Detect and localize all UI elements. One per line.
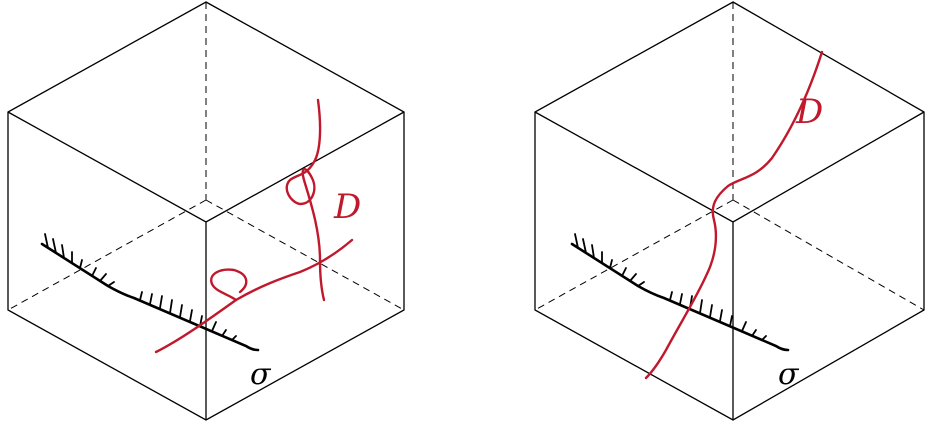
- right-sigma-hatched-line: [570, 233, 790, 352]
- left-sigma-label: σ: [250, 357, 272, 392]
- left-curve-d: D: [154, 98, 361, 354]
- left-curve-d-lower-strand: [154, 238, 354, 354]
- left-cube-hidden-edge-right: [205, 199, 405, 311]
- right-sigma-hatch-marks: [574, 233, 767, 341]
- right-curve-d-label: D: [795, 92, 823, 132]
- right-cube-hidden-edge-right: [732, 199, 925, 311]
- left-curve-d-loop-strand: [210, 268, 248, 302]
- right-cube-outline: [534, 1, 925, 421]
- left-cube-hidden-edge-left: [7, 199, 207, 311]
- right-cube-front-edges: [534, 111, 925, 420]
- right-sigma-label: σ: [778, 357, 800, 392]
- left-sigma-hatch-marks: [44, 233, 237, 341]
- right-curve-d-strand: [644, 50, 824, 380]
- right-cube-hidden-edge-left: [534, 199, 734, 311]
- left-curve-d-vertical-strand: [285, 98, 326, 302]
- left-sigma-line: [40, 242, 260, 352]
- right-panel: D σ: [534, 1, 925, 421]
- left-panel: D σ: [7, 1, 405, 421]
- left-sigma-hatched-line: [40, 233, 260, 352]
- right-sigma-line: [570, 242, 790, 352]
- right-curve-d: D: [644, 50, 824, 380]
- left-curve-d-label: D: [333, 187, 361, 227]
